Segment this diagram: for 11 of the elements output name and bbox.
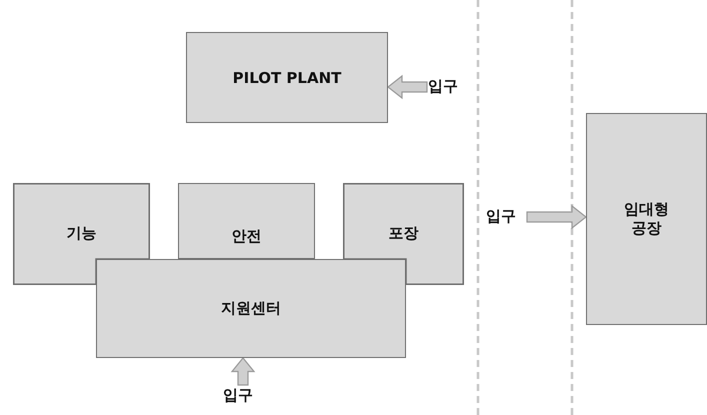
process-box: 임대형 공장	[586, 113, 707, 325]
entrance-label: 입구	[428, 77, 458, 96]
process-box: 기능	[13, 183, 150, 285]
entrance-label: 입구	[486, 207, 516, 226]
process-box: 안전	[178, 183, 315, 259]
block-arrow	[526, 204, 587, 230]
process-box: 포장	[343, 183, 464, 285]
entrance-label: 입구	[223, 386, 253, 405]
block-arrow	[230, 357, 256, 386]
block-arrow	[387, 74, 428, 100]
process-box: PILOT PLANT	[186, 32, 388, 123]
